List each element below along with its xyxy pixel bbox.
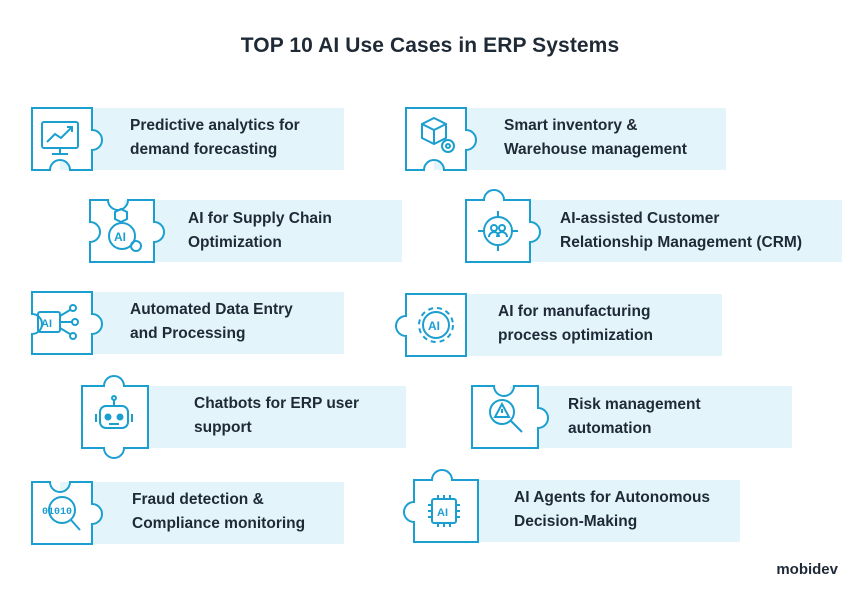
puzzle-piece bbox=[405, 107, 477, 171]
robot-icon bbox=[95, 395, 133, 429]
svg-text:01010: 01010 bbox=[42, 507, 72, 518]
svg-text:AI: AI bbox=[41, 318, 52, 330]
use-case-line-2: Decision-Making bbox=[514, 513, 638, 530]
target-people-icon bbox=[478, 211, 518, 251]
use-case-card-3: AI AI for Supply Chain Optimization bbox=[88, 199, 402, 263]
binary-magnifier-icon: 01010 bbox=[42, 496, 81, 531]
puzzle-piece: AI bbox=[89, 199, 165, 263]
svg-text:AI: AI bbox=[428, 319, 440, 333]
use-case-line-1: AI for manufacturing bbox=[498, 303, 651, 320]
box-gear-icon bbox=[421, 116, 455, 153]
puzzle-piece: AI bbox=[31, 291, 103, 355]
use-case-line-2: Optimization bbox=[188, 234, 282, 251]
puzzle-piece bbox=[31, 107, 103, 171]
page-title: TOP 10 AI Use Cases in ERP Systems bbox=[240, 34, 620, 57]
puzzle-piece: AI bbox=[403, 469, 479, 543]
svg-text:AI: AI bbox=[437, 507, 448, 519]
use-case-line-1: Automated Data Entry bbox=[130, 301, 293, 318]
use-case-line-1: AI Agents for Autonomous bbox=[514, 489, 711, 506]
use-case-line-1: AI for Supply Chain bbox=[188, 210, 332, 227]
mobidev-logo: mobidev bbox=[776, 561, 838, 578]
use-case-line-1: Predictive analytics for bbox=[130, 117, 300, 134]
ai-gear-icon: AI bbox=[418, 307, 454, 343]
use-case-line-1: Risk management bbox=[568, 396, 701, 413]
use-case-card-1: Predictive analytics for demand forecast… bbox=[30, 107, 344, 171]
use-case-card-9: 01010 Fraud detection & Compliance monit… bbox=[30, 481, 344, 545]
use-case-line-1: Fraud detection & bbox=[132, 491, 264, 508]
use-case-card-2: Smart inventory & Warehouse management bbox=[404, 107, 726, 171]
use-case-card-6: AI AI for manufacturing process optimiza… bbox=[395, 293, 722, 357]
warning-magnifier-icon bbox=[489, 399, 523, 433]
ai-supply-icon: AI bbox=[108, 207, 142, 252]
puzzle-piece bbox=[81, 375, 149, 459]
use-case-line-2: Relationship Management (CRM) bbox=[560, 234, 802, 251]
use-case-card-5: AI Automated Data Entry and Processing bbox=[30, 291, 344, 355]
use-case-card-7: Chatbots for ERP user support bbox=[80, 375, 406, 459]
use-case-card-4: AI-assisted Customer Relationship Manage… bbox=[464, 189, 842, 263]
use-case-line-1: Chatbots for ERP user bbox=[194, 395, 360, 412]
use-case-line-2: Warehouse management bbox=[504, 141, 687, 158]
puzzle-piece: 01010 bbox=[31, 481, 103, 545]
puzzle-piece bbox=[471, 385, 549, 449]
use-case-line-2: process optimization bbox=[498, 327, 654, 344]
use-case-line-2: support bbox=[194, 419, 252, 436]
use-case-line-2: demand forecasting bbox=[130, 141, 278, 158]
ai-chip-icon: AI bbox=[428, 495, 460, 527]
use-case-line-2: Compliance monitoring bbox=[132, 515, 306, 532]
use-case-card-8: Risk management automation bbox=[470, 385, 792, 449]
svg-text:AI: AI bbox=[114, 230, 126, 244]
puzzle-piece bbox=[465, 189, 541, 263]
use-case-line-2: and Processing bbox=[130, 325, 246, 342]
use-case-line-2: automation bbox=[568, 420, 652, 437]
chart-icon bbox=[41, 121, 79, 155]
use-case-line-1: Smart inventory & bbox=[504, 117, 638, 134]
use-case-card-10: AI AI Agents for Autonomous Decision-Mak… bbox=[403, 469, 740, 543]
puzzle-piece: AI bbox=[395, 293, 467, 357]
use-case-line-1: AI-assisted Customer bbox=[560, 210, 720, 227]
ai-circuit-icon: AI bbox=[37, 304, 79, 340]
